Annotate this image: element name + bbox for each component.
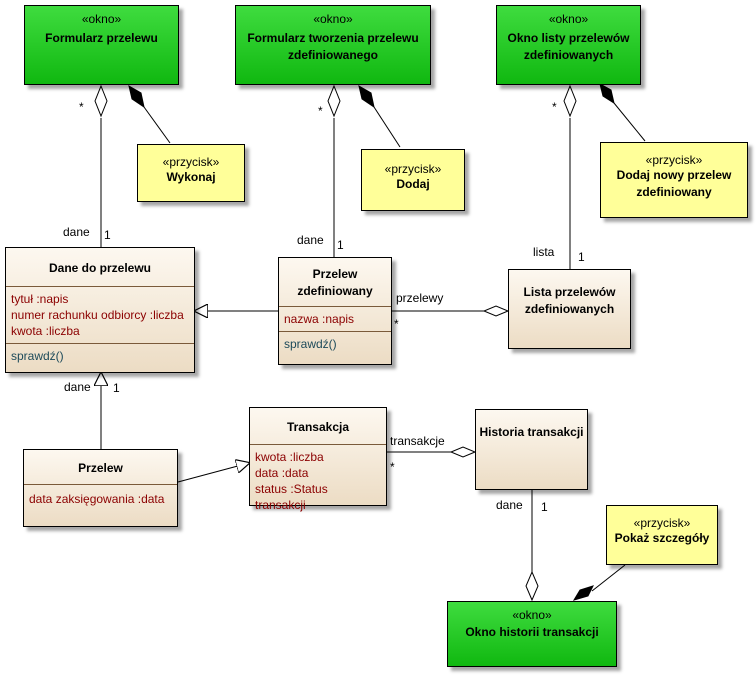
- attribute: status :Status transakcji: [255, 482, 328, 512]
- stereotype-label: «okno»: [81, 12, 122, 26]
- button-dodaj: «przycisk» Dodaj: [361, 149, 465, 211]
- button-name: Dodaj: [396, 177, 430, 191]
- multiplicity-label: *: [552, 100, 557, 114]
- aggregation-diamond: [563, 84, 577, 118]
- attribute: numer rachunku odbiorcy :liczba: [11, 308, 184, 322]
- aggregation-diamond: [449, 446, 477, 458]
- multiplicity-label: 1: [113, 381, 120, 395]
- class-name: Przelew zdefiniowany: [297, 267, 373, 298]
- class-przelew: Przelew data zaksięgowania :data: [23, 449, 178, 527]
- composition-diamond: [358, 84, 375, 109]
- stereotype-label: «okno»: [512, 608, 552, 622]
- role-label: przelewy: [396, 291, 444, 305]
- attribute: data zaksięgowania :data: [29, 492, 165, 506]
- attribute: tytuł :napis: [11, 292, 69, 306]
- class-name: Lista przelewów zdefiniowanych: [523, 285, 616, 316]
- class-transakcja: Transakcja kwota :liczba data :data stat…: [249, 407, 387, 512]
- class-name: Transakcja: [286, 420, 350, 434]
- attribute-list: data zaksięgowania :data: [24, 484, 177, 511]
- attribute-list: tytuł :napis numer rachunku odbiorcy :li…: [6, 286, 194, 343]
- attribute-list: nazwa :napis: [279, 306, 391, 331]
- stereotype-label: «okno»: [313, 12, 353, 26]
- class-name: Przelew: [78, 461, 123, 475]
- window-formularz-tworzenia: «okno» Formularz tworzenia przelewu zdef…: [235, 5, 431, 85]
- multiplicity-label: *: [79, 100, 84, 114]
- stereotype-label: «przycisk»: [162, 155, 220, 169]
- multiplicity-label: *: [394, 317, 399, 331]
- composition-diamond: [572, 585, 594, 601]
- role-label: lista: [533, 245, 555, 259]
- button-name: Wykonaj: [166, 170, 216, 184]
- w3-button-link: [613, 102, 646, 142]
- multiplicity-label: 1: [104, 228, 111, 242]
- multiplicity-label: 1: [541, 500, 548, 514]
- class-przelew-zdefiniowany: Przelew zdefiniowany nazwa :napis sprawd…: [278, 257, 392, 365]
- stereotype-label: «przycisk»: [384, 162, 442, 176]
- multiplicity-label: 1: [578, 250, 585, 264]
- operation-list: sprawdź(): [279, 331, 391, 356]
- attribute: kwota :liczba: [11, 324, 80, 338]
- stereotype-label: «przycisk»: [645, 153, 703, 167]
- aggregation-diamond: [94, 84, 108, 118]
- attribute: nazwa :napis: [284, 312, 355, 326]
- operation: sprawdź(): [284, 337, 337, 351]
- operation: sprawdź(): [11, 349, 64, 363]
- aggregation-diamond: [327, 84, 341, 118]
- attribute: data :data: [255, 466, 309, 480]
- button-name: Dodaj nowy przelew zdefiniowany: [616, 168, 732, 199]
- role-label: dane: [297, 233, 324, 247]
- button-pokaz-szczegoly: «przycisk» Pokaż szczegóły: [606, 505, 718, 565]
- window-name: Okno historii transakcji: [465, 625, 599, 639]
- stereotype-label: «przycisk»: [633, 516, 691, 530]
- window-formularz-przelewu: «okno» Formularz przelewu: [24, 5, 179, 85]
- class-lista-przelewow: Lista przelewów zdefiniowanych: [508, 269, 631, 349]
- button-name: Pokaż szczegóły: [614, 531, 710, 545]
- attribute: kwota :liczba: [255, 450, 324, 464]
- window-name: Formularz tworzenia przelewu zdefiniowan…: [247, 31, 419, 62]
- composition-diamond: [599, 83, 615, 105]
- class-name: Historia transakcji: [479, 425, 584, 439]
- role-label: dane: [496, 498, 523, 512]
- multiplicity-label: *: [318, 104, 323, 118]
- window-okno-listy: «okno» Okno listy przelewów zdefiniowany…: [496, 5, 641, 85]
- window-name: Formularz przelewu: [45, 31, 158, 45]
- multiplicity-label: 1: [337, 238, 344, 252]
- stereotype-label: «okno»: [548, 12, 589, 26]
- aggregation-diamond: [525, 570, 539, 602]
- class-dane-do-przelewu: Dane do przelewu tytuł :napis numer rach…: [5, 247, 195, 373]
- class-historia-transakcji: Historia transakcji: [475, 409, 588, 490]
- role-label: dane: [64, 380, 91, 394]
- w2-button-link: [373, 106, 401, 148]
- button-wykonaj: «przycisk» Wykonaj: [137, 144, 245, 202]
- class-name: Dane do przelewu: [48, 261, 152, 275]
- role-label: transakcje: [390, 434, 445, 448]
- composition-diamond: [128, 84, 145, 109]
- role-label: dane: [63, 225, 90, 239]
- transakcja-generalization: [177, 463, 249, 483]
- operation-list: sprawdź(): [6, 343, 194, 368]
- window-name: Okno listy przelewów zdefiniowanych: [507, 31, 630, 62]
- multiplicity-label: *: [390, 460, 395, 474]
- w1-button-link: [143, 106, 171, 144]
- attribute-list: kwota :liczba data :data status :Status …: [250, 444, 386, 517]
- aggregation-diamond: [482, 305, 510, 317]
- window-okno-historii: «okno» Okno historii transakcji: [447, 601, 617, 667]
- w4-button-link: [591, 564, 626, 592]
- button-dodaj-nowy: «przycisk» Dodaj nowy przelew zdefiniowa…: [600, 142, 748, 218]
